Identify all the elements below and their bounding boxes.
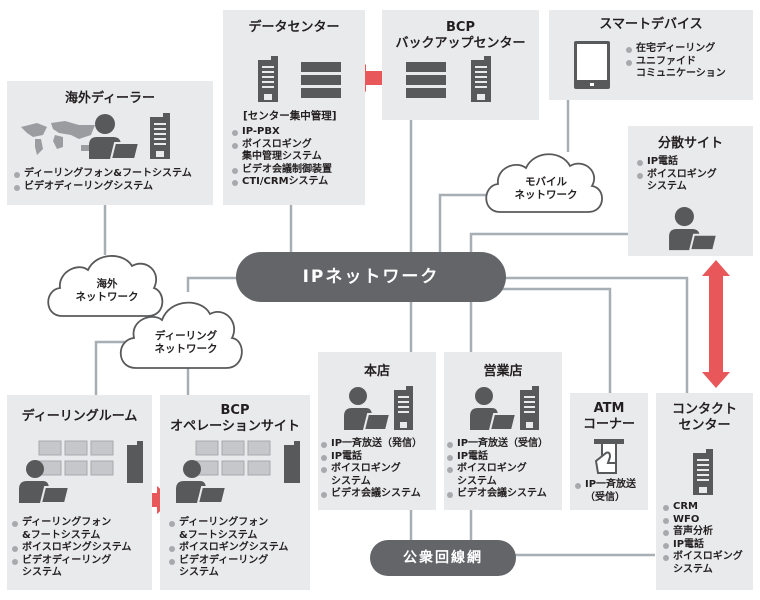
feature-item: 音声分析 [662,526,743,539]
feature-item: ボイスロギングシステム [11,542,131,555]
building-icon [471,56,491,102]
ip-network-hub: IPネットワーク [236,252,506,302]
feature-list: ディーリングフォン &フートシステム ボイスロギングシステム ビデオディーリング… [168,517,288,580]
dealing-network-label: ディーリング ネットワーク [154,330,218,355]
feature-item: ビデオ会議システム [446,488,548,501]
feature-list: IP一斉放送（発信） IP電話 ボイスロギング システム ビデオ会議システム [320,438,422,501]
node-dealing-room: ディーリングルーム ディーリングフォン &フートシステム ボイスロギングシステム… [7,395,152,590]
feature-item: IP電話 [636,156,717,169]
node-bcp-backup-center: BCP バックアップセンター [382,10,539,120]
feature-item: IP-PBX [231,126,332,139]
feature-item: IP一斉放送（受信） [446,438,548,451]
node-title-line1: BCP [446,20,475,35]
feature-item: ビデオディーリング システム [11,555,131,580]
trading-desk-icon [176,440,300,504]
tablet-icon [574,41,610,89]
node-smart-device: スマートデバイス 在宅ディーリング ユニファイド コミュニケーション [549,10,753,100]
feature-list: CRM WFO 音声分析 IP電話 ボイスロギング システム [662,501,743,576]
feature-list: IP一斉放送（受信） IP電話 ボイスロギング システム ビデオ会議システム [446,438,548,501]
node-title-line2: バックアップセンター [395,36,526,51]
server-rack-icon [406,62,446,98]
operator-with-building-icon [470,386,539,431]
building-icon [693,449,713,495]
line-atm [500,287,612,395]
feature-item: ボイスロギング 集中管理システム [231,139,332,164]
node-title: スマートデバイス [599,17,703,32]
feature-item: ビデオディーリングシステム [13,181,192,194]
feature-item: IP一斉放送（発信） [320,438,422,451]
feature-list: IP電話 ボイスロギング システム [636,156,717,194]
node-title-line1: BCP [220,403,250,418]
operator-with-headset-icon [669,206,719,252]
node-title: 本店 [363,364,390,379]
server-rack-icon [301,62,341,98]
cloud-dealing-network [119,301,243,369]
feature-item: ディーリングフォン&フートシステム [13,168,192,181]
feature-item: ボイスロギング システム [662,551,743,576]
feature-list: IP-PBX ボイスロギング 集中管理システム ビデオ会議制御装置 CTI/CR… [231,126,332,189]
cloud-overseas-network [47,255,164,317]
cloud-mobile-network [485,153,603,213]
overseas-network-label: 海外 ネットワーク [75,278,139,303]
node-distributed-site: 分散サイト IP電話 ボイスロギング システム [628,126,753,256]
node-title-line1: コンタクト [671,402,737,417]
node-bcp-operation-site: BCP オペレーションサイト ディーリングフォン &フートシステム ボイスロギン… [160,395,310,590]
feature-item: IP電話 [446,451,548,464]
feature-item: ディーリングフォン &フートシステム [168,517,288,542]
node-title: データセンター [248,20,340,35]
feature-item: ディーリングフォン &フートシステム [11,517,131,542]
node-title-line2: オペレーションサイト [170,419,300,434]
feature-item: ボイスロギングシステム [168,542,288,555]
line-mobile-ip [438,193,495,252]
ip-network-label: IPネットワーク [302,267,440,287]
line-dealing-room [94,340,128,395]
operator-with-headset-icon [89,114,141,160]
feature-item: IP電話 [320,451,422,464]
operator-with-building-icon [344,386,413,431]
public-network-hub: 公衆回線網 [370,540,516,576]
feature-list: 在宅ディーリング ユニファイド コミュニケーション [625,43,726,81]
node-data-center: データセンター [センター集中管理] IP-PBX ボイスロギング 集中管理シス… [223,10,365,205]
node-head-office: 本店 IP一斉放送（発信） IP電話 ボイスロギング システム ビデオ会議システ… [318,352,436,510]
feature-list: ディーリングフォン &フートシステム ボイスロギングシステム ビデオディーリング… [11,517,131,580]
feature-item: WFO [662,514,743,527]
feature-item: ユニファイド コミュニケーション [625,56,726,81]
node-title: 営業店 [483,364,523,379]
feature-item: ボイスロギング システム [446,463,548,488]
node-title-line1: ATM [593,401,625,416]
node-branch: 営業店 IP一斉放送（受信） IP電話 ボイスロギング システム ビデオ会議シス… [444,352,562,510]
feature-item: ビデオ会議システム [320,488,422,501]
node-overseas-dealer: 海外ディーラー ディーリングフォン&フートシステム ビデオディーリングシステム [7,81,213,205]
node-title-line2: コーナー [582,417,635,432]
feature-item: ビデオ会議制御装置 [231,164,332,177]
mobile-network-label: モバイル ネットワーク [514,176,578,201]
line-ip-dealing [186,276,238,292]
node-title-line2: センター [678,418,731,433]
world-map-icon [21,121,95,155]
node-title: 海外ディーラー [64,91,156,106]
building-icon [150,113,170,159]
arrow-distributed-contact [702,260,730,388]
feature-item: CTI/CRMシステム [231,176,332,189]
feature-item: ビデオディーリング システム [168,555,288,580]
feature-list: IP一斉放送 （受信） [574,479,636,504]
feature-item: IP一斉放送 （受信） [574,479,636,504]
node-title: 分散サイト [657,136,723,151]
line-contact-center [505,276,689,395]
feature-list: ディーリングフォン&フートシステム ビデオディーリングシステム [13,168,192,193]
trading-desk-icon [19,440,143,504]
building-icon [258,56,278,102]
line-distributed-site [469,232,628,252]
feature-item: ボイスロギング システム [320,463,422,488]
atm-card-icon [594,439,624,474]
node-title: ディーリングルーム [21,409,138,424]
feature-item: IP電話 [662,539,743,552]
feature-item: CRM [662,501,743,514]
public-network-label: 公衆回線網 [403,550,483,566]
node-atm-corner: ATM コーナー IP一斉放送 （受信） [570,393,648,510]
node-contact-center: コンタクト センター CRM WFO 音声分析 IP電話 ボイスロギング システ… [656,393,753,590]
feature-item: 在宅ディーリング [625,43,726,56]
feature-item: ボイスロギング システム [636,169,717,194]
node-subtitle: [センター集中管理] [243,110,337,122]
